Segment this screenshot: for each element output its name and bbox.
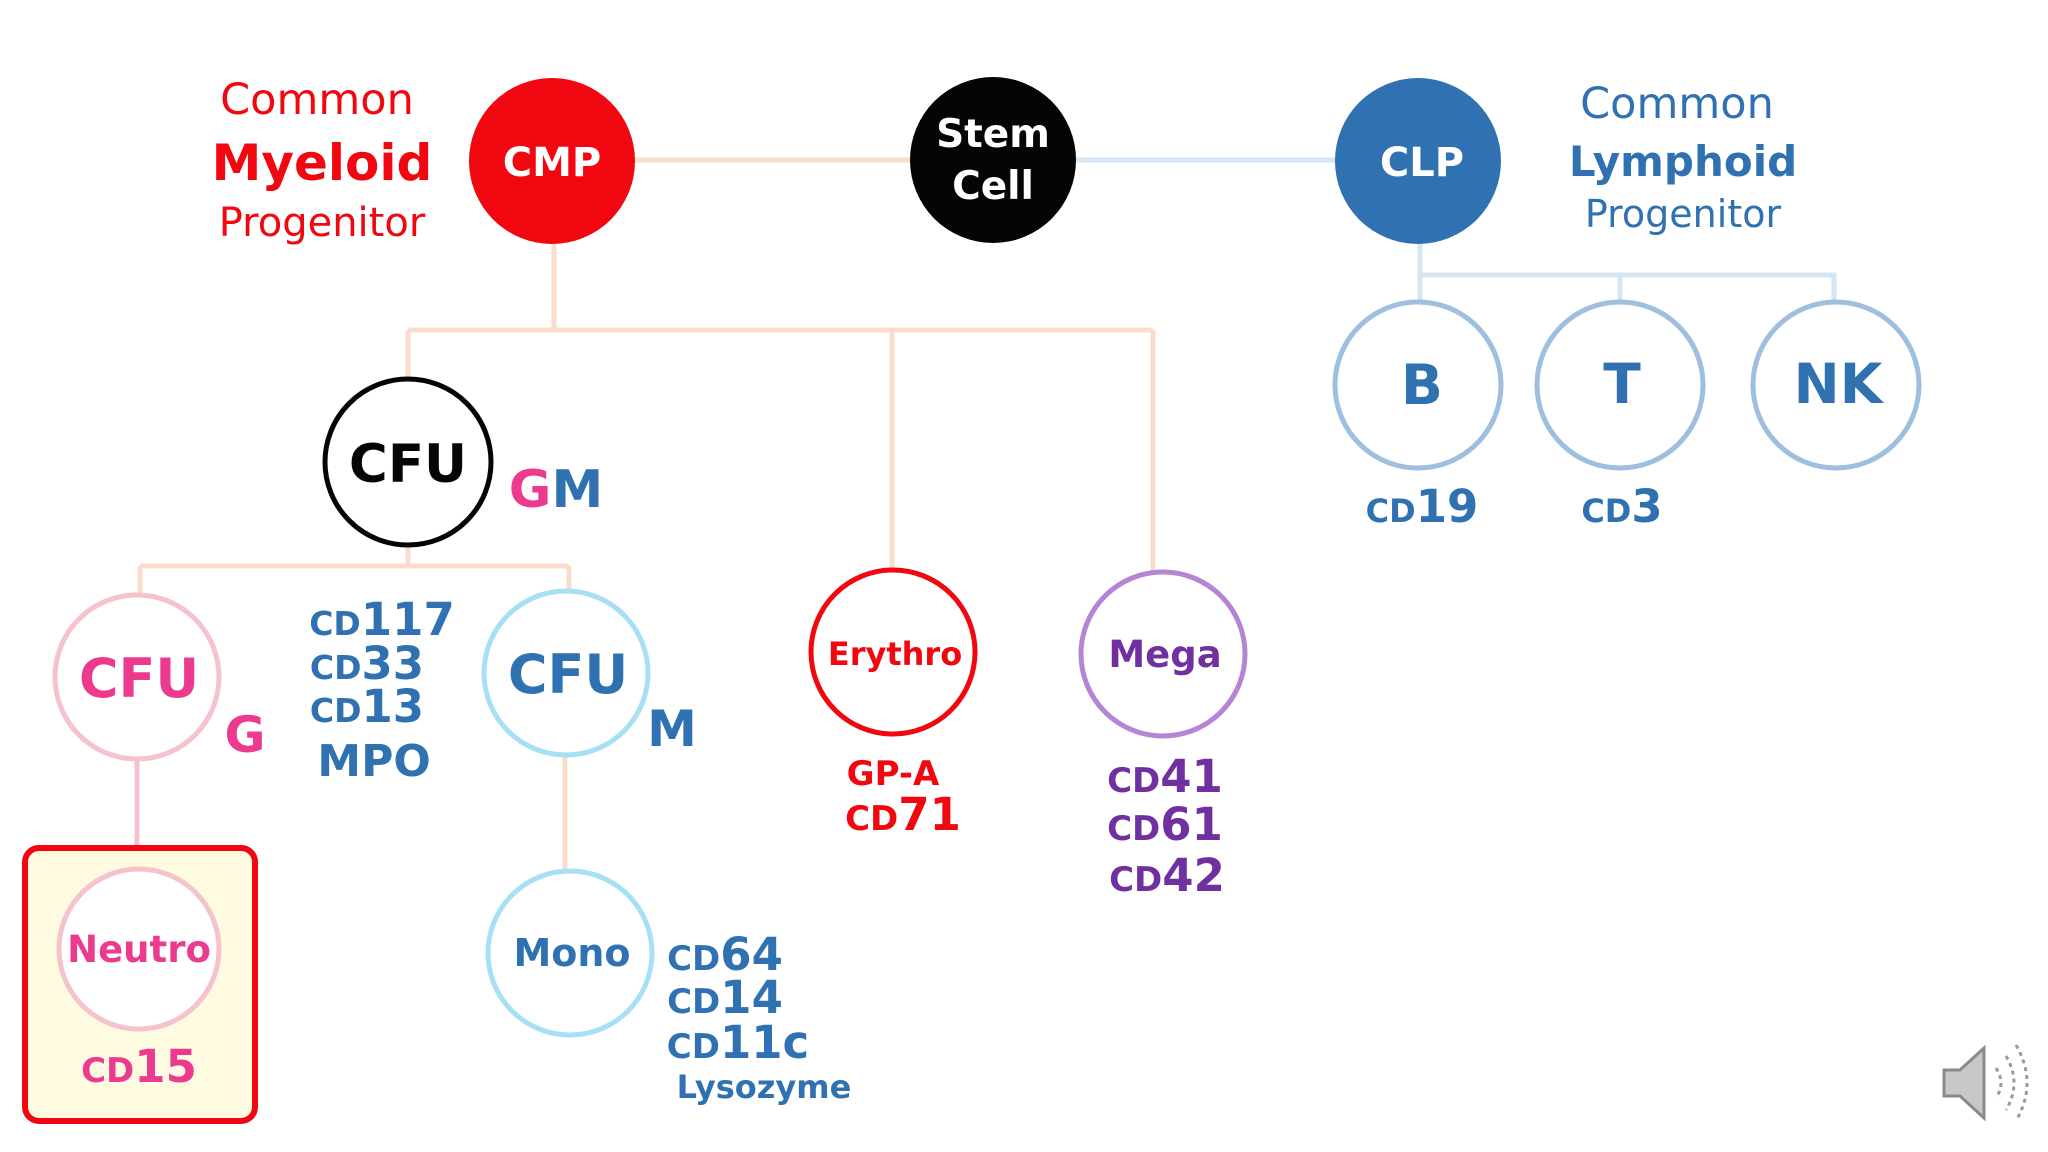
myeloid-label-line1: Common <box>220 75 414 125</box>
cmp-node: CMP <box>469 78 635 244</box>
mono-marker-cd64: CD64 <box>667 928 783 981</box>
cfu-g-suffix: G <box>224 706 265 764</box>
neutro-label: Neutro <box>67 928 211 971</box>
line-cmp-branches <box>405 240 1156 573</box>
speaker-body <box>1942 1044 1986 1122</box>
erythro-marker-gpa: GP-A <box>847 754 940 794</box>
t-cell-node: T CD3 <box>1534 299 1706 533</box>
neutro-highlight-box: Neutro CD15 <box>22 845 258 1124</box>
b-cell-node: B CD19 <box>1332 299 1504 533</box>
stem-cell-label-line1: Stem <box>936 112 1050 157</box>
cfu-g-node: CFU G <box>52 592 266 764</box>
mono-markers: CD64 CD14 CD11c Lysozyme <box>667 928 852 1106</box>
mono-node: Mono <box>485 868 655 1038</box>
connector-lines <box>134 157 1837 872</box>
line-clp-branches <box>1417 240 1837 304</box>
mega-marker-cd61: CD61 <box>1107 798 1223 851</box>
mega-marker-cd41: CD41 <box>1107 750 1223 803</box>
b-cell-circle <box>1332 299 1504 471</box>
speaker-wave-2 <box>2004 1055 2016 1111</box>
cfu-marker-cd13: CD13 <box>310 680 424 733</box>
t-cell-label: T <box>1603 352 1641 416</box>
mono-label: Mono <box>513 931 630 975</box>
myeloid-label-line3: Progenitor <box>219 200 426 246</box>
cfu-g-circle <box>52 592 222 762</box>
erythro-marker-cd71: CD71 <box>845 788 961 841</box>
lymphoid-label-line3: Progenitor <box>1585 192 1782 236</box>
mono-circle <box>485 868 655 1038</box>
mega-label: Mega <box>1108 633 1221 676</box>
t-cell-circle <box>1534 299 1706 471</box>
erythro-circle <box>808 567 978 737</box>
erythro-markers: GP-A CD71 <box>845 754 961 841</box>
mono-marker-cd11c: CD11c <box>667 1016 809 1069</box>
b-cell-label: B <box>1401 353 1443 417</box>
myeloid-progenitor-label: Common Myeloid Progenitor <box>212 75 433 246</box>
lymphoid-progenitor-label: Common Lymphoid Progenitor <box>1569 79 1797 236</box>
myeloid-label-line2: Myeloid <box>212 134 433 192</box>
cfu-marker-cd117: CD117 <box>309 593 455 646</box>
nk-cell-label: NK <box>1794 352 1885 416</box>
lymphoid-label-line2: Lymphoid <box>1569 137 1797 186</box>
cfu-gm-label: CFU <box>349 434 467 495</box>
nk-cell-node: NK <box>1750 299 1922 471</box>
clp-circle <box>1335 78 1501 244</box>
speaker-wave-3 <box>2014 1044 2029 1122</box>
mono-marker-lysozyme: Lysozyme <box>677 1068 852 1106</box>
line-cfugm-branches <box>137 540 572 597</box>
erythro-label: Erythro <box>828 635 962 673</box>
speaker-icon[interactable] <box>1942 1044 2029 1122</box>
stem-cell-node: Stem Cell <box>910 77 1076 243</box>
cmp-circle <box>469 78 635 244</box>
cfu-m-node: CFU M <box>481 588 697 758</box>
cfu-g-label: CFU <box>79 647 199 710</box>
cfu-marker-cd33: CD33 <box>310 637 424 690</box>
cfu-m-suffix: M <box>647 700 697 758</box>
cfu-gm-node: CFU GM <box>322 376 603 548</box>
mono-marker-cd14: CD14 <box>667 971 783 1024</box>
cfu-gm-circle <box>322 376 494 548</box>
cfu-gm-suffix: GM <box>509 460 603 520</box>
speaker-wave-1 <box>1994 1067 2003 1099</box>
neutro-marker: CD15 <box>81 1040 197 1093</box>
mega-circle <box>1078 569 1248 739</box>
clp-node: CLP <box>1335 78 1501 244</box>
neutro-circle <box>56 866 222 1032</box>
stem-cell-label-line2: Cell <box>952 164 1034 209</box>
lymphoid-label-line1: Common <box>1580 79 1774 129</box>
cfu-marker-mpo: MPO <box>317 736 430 787</box>
mega-marker-cd42: CD42 <box>1109 849 1225 902</box>
mega-markers: CD41 CD61 CD42 <box>1107 750 1225 902</box>
erythro-node: Erythro <box>808 567 978 737</box>
b-cell-marker: CD19 <box>1366 480 1479 533</box>
stem-cell-circle <box>910 77 1076 243</box>
cmp-label: CMP <box>503 140 601 186</box>
cfu-m-label: CFU <box>508 643 628 706</box>
nk-cell-circle <box>1750 299 1922 471</box>
cfu-markers: CD117 CD33 CD13 MPO <box>309 593 455 787</box>
cfu-m-circle <box>481 588 651 758</box>
t-cell-marker: CD3 <box>1581 480 1662 533</box>
mega-node: Mega <box>1078 569 1248 739</box>
clp-label: CLP <box>1380 140 1464 186</box>
